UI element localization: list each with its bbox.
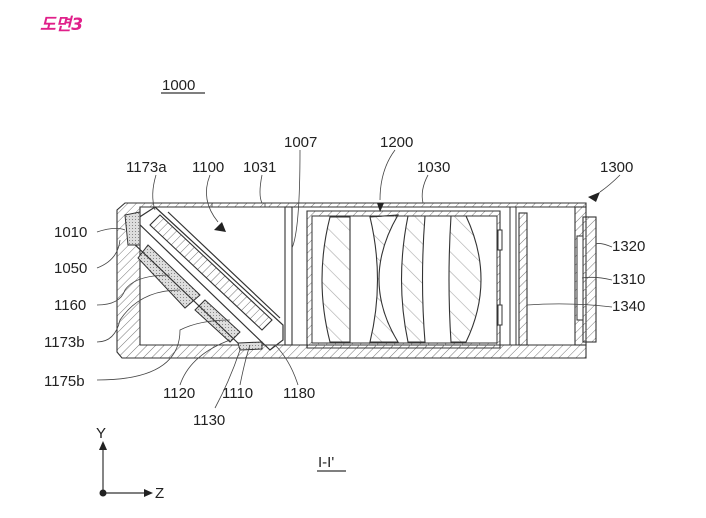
y-arrow-icon <box>99 441 107 450</box>
label-1310: 1310 <box>612 271 645 288</box>
label-1050: 1050 <box>54 260 87 277</box>
label-1120: 1120 <box>163 385 195 402</box>
arrow-1200 <box>377 203 384 212</box>
label-1320: 1320 <box>612 238 645 255</box>
arrow-1300 <box>588 192 600 202</box>
substrate-1320 <box>582 216 597 343</box>
axis-indicator: Y Z <box>96 425 164 502</box>
figure-title: 도면3 <box>40 15 83 35</box>
y-axis-label: Y <box>96 425 106 442</box>
hall-1050 <box>124 211 141 246</box>
label-1030: 1030 <box>417 159 450 176</box>
section-label: I-I' <box>318 454 334 471</box>
label-1173a: 1173a <box>126 159 167 176</box>
assembly-label: 1000 <box>162 77 195 94</box>
label-1160: 1160 <box>54 297 86 314</box>
label-1010: 1010 <box>54 224 87 241</box>
label-1340: 1340 <box>612 298 645 315</box>
prism-module <box>124 206 284 351</box>
label-1110: 1110 <box>222 385 253 402</box>
label-1031: 1031 <box>243 159 276 176</box>
label-1173b: 1173b <box>44 334 85 351</box>
z-axis-label: Z <box>155 485 164 502</box>
filter-1340 <box>518 212 528 346</box>
arrow-1100 <box>214 222 226 232</box>
label-1175b: 1175b <box>44 373 85 390</box>
origin-dot <box>99 489 107 497</box>
label-1130: 1130 <box>193 412 225 429</box>
label-1007: 1007 <box>284 134 317 151</box>
divider-wall-1007 <box>284 206 293 346</box>
leader-lines <box>96 149 621 409</box>
label-1300: 1300 <box>600 159 633 176</box>
lens-module <box>306 203 503 349</box>
label-1100: 1100 <box>192 159 224 176</box>
coil-1120 <box>194 299 241 343</box>
label-1180: 1180 <box>283 385 315 402</box>
label-1200: 1200 <box>380 134 413 151</box>
z-arrow-icon <box>144 489 153 497</box>
